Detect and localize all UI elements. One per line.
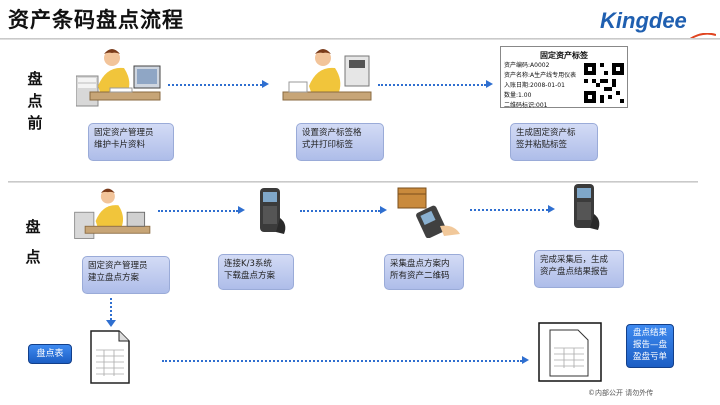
step-callout-maintain-cards: 固定资产管理员 维护卡片资料	[88, 123, 174, 161]
header-divider	[0, 38, 720, 40]
page-title: 资产条码盘点流程	[8, 8, 184, 32]
flow-arrow-r3	[162, 356, 529, 364]
inventory-sheet-button[interactable]: 盘点表	[28, 344, 72, 364]
asset-label-line: 入账日期:2008-01-01	[504, 82, 565, 89]
stage-label-before: 盘 点 前	[27, 70, 43, 132]
flow-arrow-r2-2	[300, 206, 387, 214]
office-worker-icon	[282, 46, 374, 110]
flow-arrow-r2-3	[470, 205, 555, 213]
result-report-button[interactable]: 盘点结果 报告—盘 盈盘亏单	[626, 324, 674, 368]
step-callout-generate-report: 完成采集后，生成 资产盘点结果报告	[534, 250, 624, 288]
document-icon	[90, 330, 130, 384]
step-callout-attach-labels: 生成固定资产标 签并粘贴标签	[510, 123, 598, 161]
report-document-icon	[538, 322, 602, 382]
qr-code-icon	[584, 63, 624, 103]
step-callout-print-labels: 设置资产标签格 式并打印标签	[296, 123, 384, 161]
flow-arrow-r1-1	[168, 80, 269, 88]
handheld-scanner-icon	[254, 188, 288, 236]
asset-label-line: 数量:1.00	[504, 92, 532, 99]
asset-label-line: 资产名称:A生产线专用仪表	[504, 72, 577, 79]
asset-label-line: 资产编码:A0002	[504, 62, 550, 69]
handheld-scanner-icon	[568, 184, 602, 232]
asset-label-line: 二维码标识:001	[504, 102, 548, 109]
asset-label-card: 固定资产标签 资产编码:A0002 资产名称:A生产线专用仪表 入账日期:200…	[500, 46, 628, 109]
stage-label-during: 盘 点	[25, 218, 41, 266]
box-and-scanner-icon	[396, 186, 464, 239]
flow-arrow-r2-1	[158, 206, 245, 214]
asset-label-title: 固定资产标签	[540, 51, 588, 60]
section-divider	[8, 181, 698, 183]
step-callout-create-plan: 固定资产管理员 建立盘点方案	[82, 256, 170, 294]
flow-arrow-down	[106, 298, 116, 327]
logo-swoosh-icon	[689, 26, 717, 40]
flow-arrow-r1-2	[378, 80, 493, 88]
step-callout-download-plan: 连接K/3系统 下载盘点方案	[218, 254, 294, 290]
step-callout-scan-codes: 采集盘点方案内 所有资产二维码	[384, 254, 464, 290]
office-worker-icon	[75, 46, 166, 110]
office-worker-icon	[72, 186, 156, 242]
kingdee-logo: Kingdee	[600, 8, 687, 33]
footer-notice: ©内部公开 请勿外传	[588, 389, 654, 397]
